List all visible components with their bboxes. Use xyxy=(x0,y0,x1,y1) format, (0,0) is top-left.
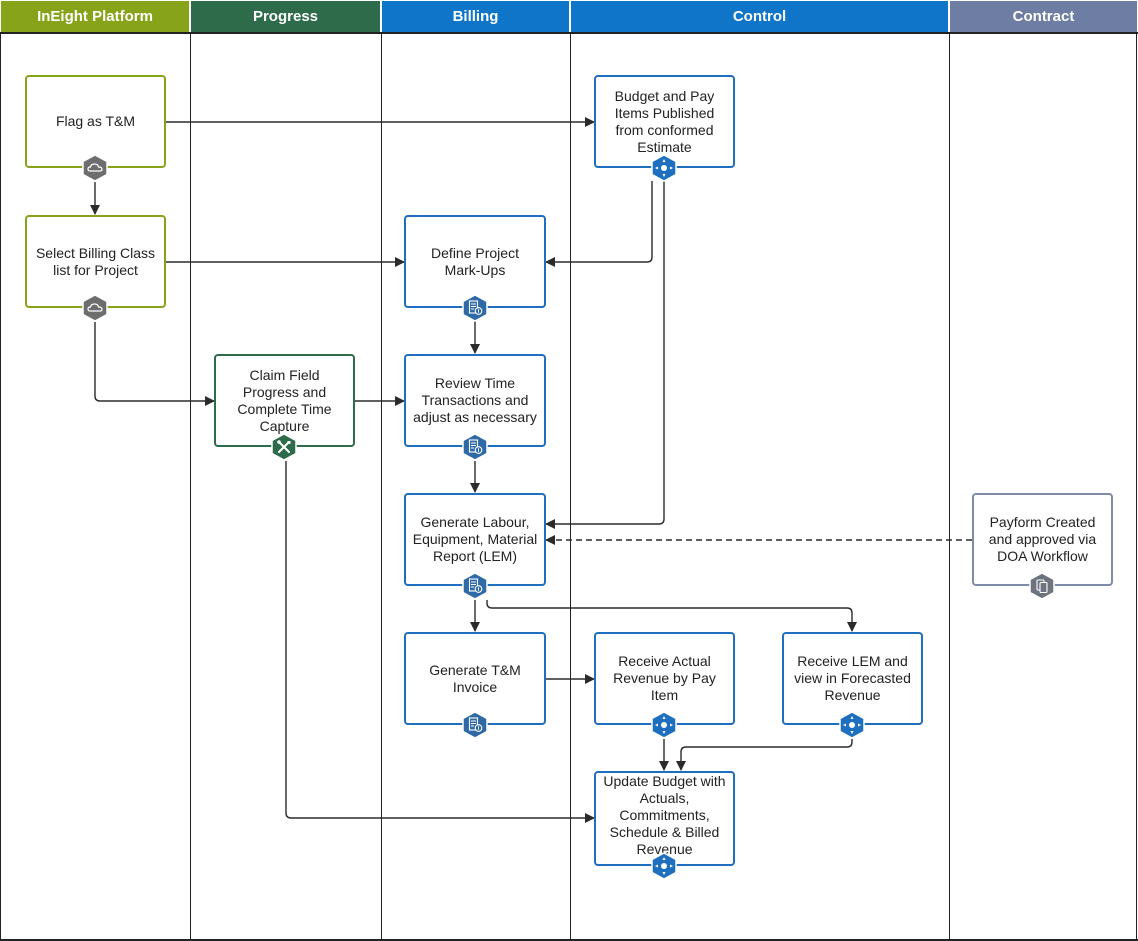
node-generate-lem-label: Generate Labour, Equipment, Material Rep… xyxy=(412,514,538,564)
lane-control xyxy=(571,33,950,940)
tools-icon xyxy=(271,433,297,461)
node-update-budget[interactable]: Update Budget with Actuals, Commitments,… xyxy=(594,771,735,866)
node-budget-published-label: Budget and Pay Items Published from conf… xyxy=(614,87,715,155)
lane-contract xyxy=(950,33,1137,940)
node-define-markups[interactable]: Define Project Mark-Ups xyxy=(404,215,546,308)
control-compass-icon xyxy=(839,711,865,739)
control-compass-icon xyxy=(651,852,677,880)
edge-budget-to-markups xyxy=(545,181,653,267)
node-claim-progress[interactable]: Claim Field Progress and Complete Time C… xyxy=(214,354,355,447)
cloud-icon xyxy=(82,154,108,182)
control-compass-icon xyxy=(651,711,677,739)
node-claim-progress-label: Claim Field Progress and Complete Time C… xyxy=(237,366,332,434)
node-receive-actual-label: Receive Actual Revenue by Pay Item xyxy=(613,653,716,703)
lane-header-control: Control xyxy=(571,1,948,32)
edge-claim-to-update xyxy=(285,461,595,823)
lane-ineight xyxy=(0,33,191,940)
node-budget-published[interactable]: Budget and Pay Items Published from conf… xyxy=(594,75,735,168)
node-define-markups-label: Define Project Mark-Ups xyxy=(431,244,519,278)
node-generate-invoice[interactable]: Generate T&M Invoice xyxy=(404,632,546,725)
lane-header-progress: Progress xyxy=(191,1,380,32)
edge-budget-to-lem xyxy=(545,181,665,529)
node-select-billing[interactable]: Select Billing Class list for Project xyxy=(25,215,166,308)
lane-progress xyxy=(191,33,382,940)
billing-doc-icon xyxy=(462,711,488,739)
node-receive-lem-label: Receive LEM and view in Forecasted Reven… xyxy=(794,653,911,703)
edge-lem-to-receive-lem xyxy=(486,600,857,632)
node-review-time-label: Review Time Transactions and adjust as n… xyxy=(413,375,537,425)
control-compass-icon xyxy=(651,154,677,182)
node-generate-invoice-label: Generate T&M Invoice xyxy=(429,661,521,695)
node-update-budget-label: Update Budget with Actuals, Commitments,… xyxy=(603,773,726,857)
lane-billing xyxy=(382,33,571,940)
contract-docs-icon xyxy=(1029,572,1055,600)
node-generate-lem[interactable]: Generate Labour, Equipment, Material Rep… xyxy=(404,493,546,586)
node-payform-label: Payform Created and approved via DOA Wor… xyxy=(988,514,1097,564)
edge-select-to-claim xyxy=(94,322,215,406)
edge-receive-lem-to-update xyxy=(676,739,853,771)
lane-header-contract: Contract xyxy=(950,1,1137,32)
billing-doc-icon xyxy=(462,294,488,322)
node-select-billing-label: Select Billing Class list for Project xyxy=(35,244,156,278)
cloud-icon xyxy=(82,294,108,322)
diagram-bottom-border xyxy=(0,939,1138,941)
node-flag-tm-label: Flag as T&M xyxy=(55,113,136,129)
billing-doc-icon xyxy=(462,572,488,600)
header-bottom-border xyxy=(0,32,1138,34)
node-review-time[interactable]: Review Time Transactions and adjust as n… xyxy=(404,354,546,447)
billing-doc-icon xyxy=(462,433,488,461)
node-payform[interactable]: Payform Created and approved via DOA Wor… xyxy=(972,493,1113,586)
lane-header-ineight: InEight Platform xyxy=(1,1,189,32)
lane-header-billing: Billing xyxy=(382,1,569,32)
